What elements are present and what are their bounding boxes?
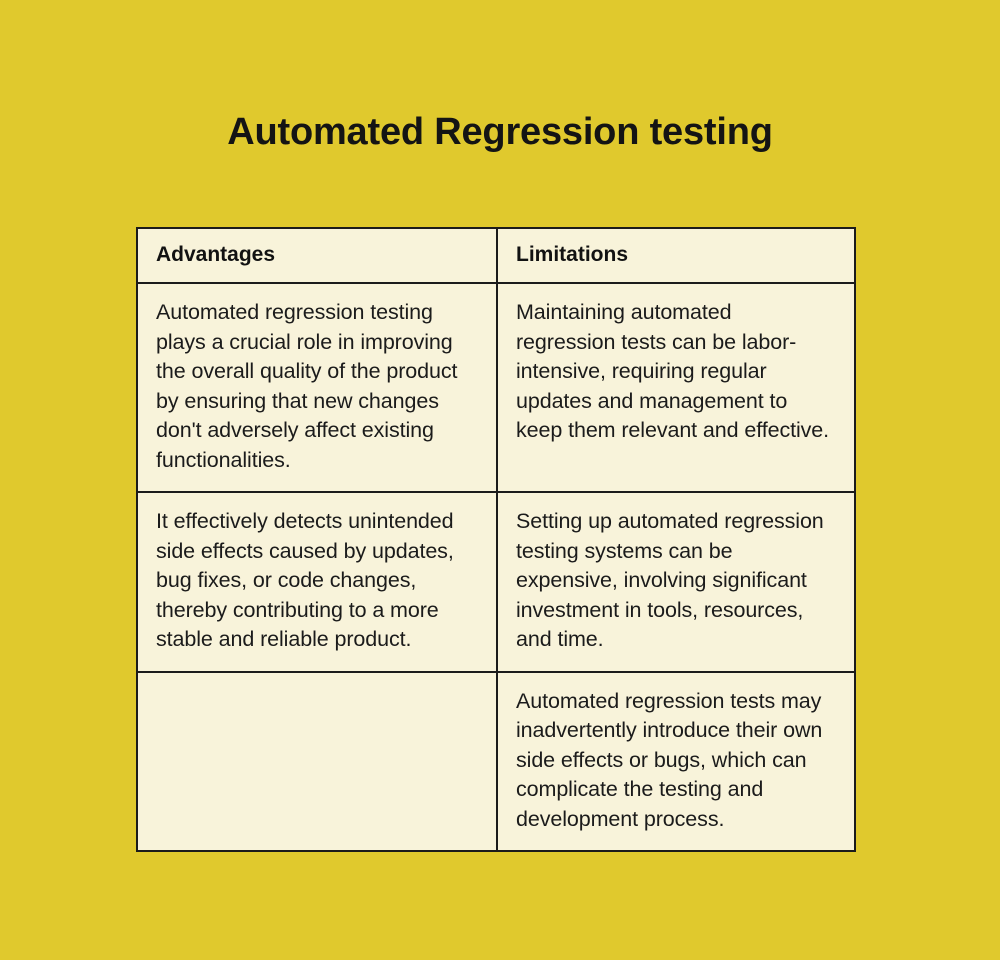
page-title: Automated Regression testing (227, 111, 773, 154)
cell-limitations-1: Maintaining automated regression tests c… (496, 282, 856, 493)
cell-limitations-2: Setting up automated regression testing … (496, 491, 856, 673)
table-header-row: Advantages Limitations (136, 227, 856, 284)
table-row: Automated regression testing plays a cru… (136, 282, 856, 493)
table-row: It effectively detects unintended side e… (136, 491, 856, 673)
table-header: Advantages Limitations (136, 227, 856, 284)
cell-advantages-3 (136, 670, 498, 852)
cell-limitations-3: Automated regression tests may inadverte… (496, 670, 856, 852)
advantages-limitations-table: Advantages Limitations Automated regress… (136, 227, 856, 852)
table-body: Automated regression testing plays a cru… (136, 282, 856, 852)
cell-advantages-1: Automated regression testing plays a cru… (136, 282, 498, 493)
cell-advantages-2: It effectively detects unintended side e… (136, 491, 498, 673)
table-row: Automated regression tests may inadverte… (136, 670, 856, 852)
column-header-advantages: Advantages (136, 227, 498, 284)
column-header-limitations: Limitations (496, 227, 856, 284)
comparison-table-container: Advantages Limitations Automated regress… (136, 227, 856, 852)
